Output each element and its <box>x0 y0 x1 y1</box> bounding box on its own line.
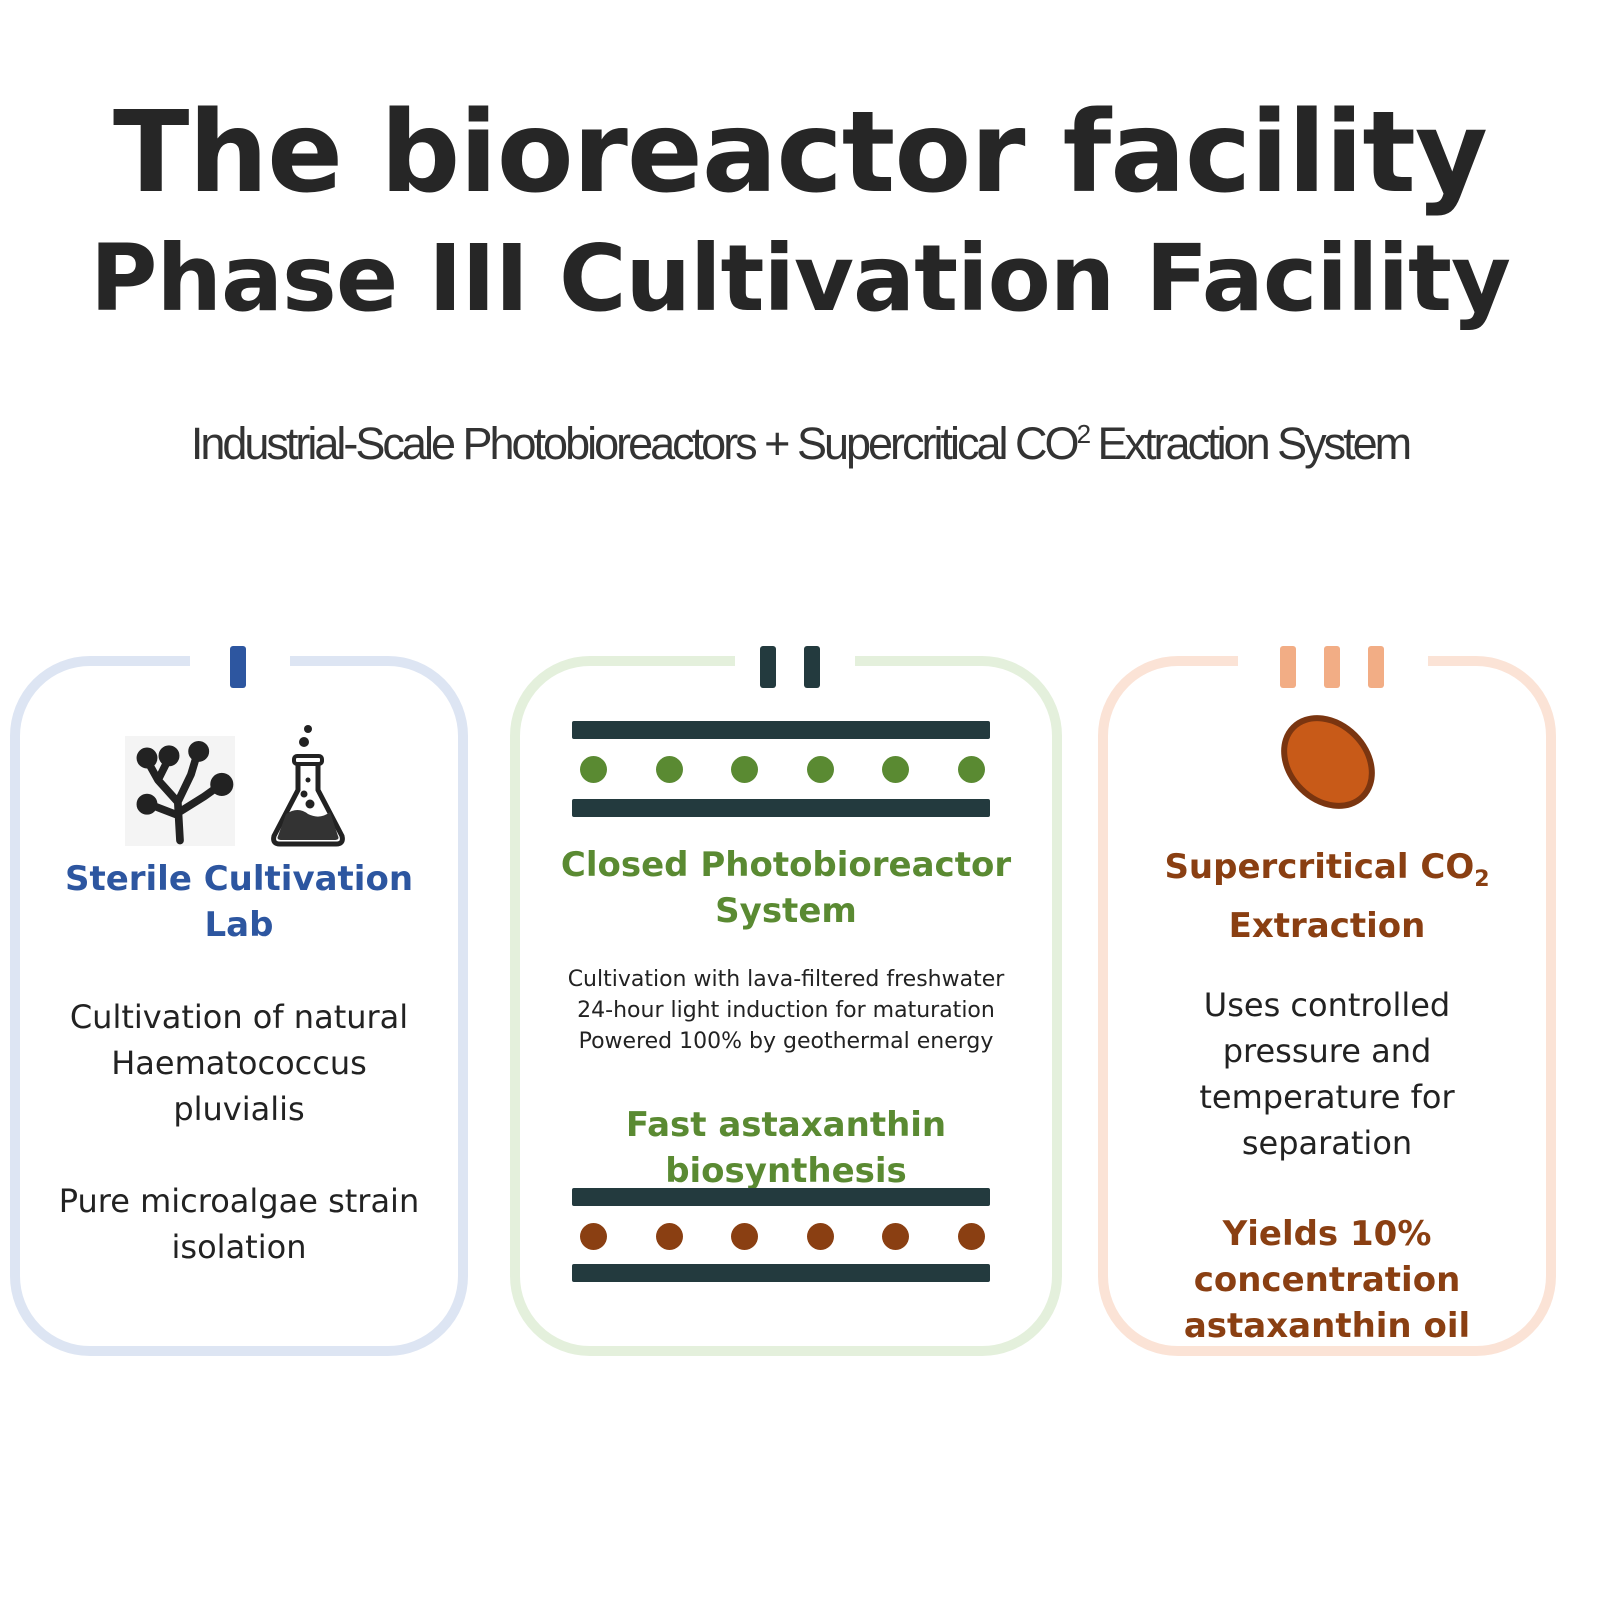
roman-marker-1 <box>230 646 246 688</box>
tagline-sup: 2 <box>1076 419 1092 449</box>
panel-heading: Lab <box>204 905 274 945</box>
reactor-tube-bar <box>572 1264 990 1282</box>
highlight-text: concentration <box>1193 1260 1461 1300</box>
highlight-text: Fast astaxanthin <box>625 1105 947 1145</box>
green-algae-dots <box>580 756 985 783</box>
panel-text: separation <box>1241 1124 1413 1162</box>
detail-line: Powered 100% by geothermal energy <box>578 1029 994 1054</box>
panel-text: Haematococcus <box>111 1044 367 1082</box>
highlight-text: biosynthesis <box>665 1151 907 1191</box>
reactor-tube-bar <box>572 721 990 739</box>
tagline-main: Industrial-Scale Photobioreactors + Supe… <box>190 418 1080 469</box>
tagline-end: Extraction System <box>1088 418 1413 469</box>
page-subtitle: Phase III Cultivation Facility <box>90 225 1511 332</box>
reactor-tube-bar <box>572 799 990 817</box>
panel-text: Pure microalgae strain <box>58 1182 420 1220</box>
panel-heading: System <box>715 891 857 931</box>
detail-line: 24-hour light induction for maturation <box>577 998 995 1023</box>
flask-icon <box>271 725 345 847</box>
red-algae-dots <box>580 1223 985 1250</box>
panel-text: Cultivation of natural <box>69 998 409 1036</box>
panel-text: temperature for <box>1199 1078 1455 1116</box>
panel-co2-extraction: Supercritical CO2 Extraction Uses contro… <box>1098 646 1556 1356</box>
detail-line: Cultivation with lava-filtered freshwate… <box>567 967 1005 992</box>
page-title: The bioreactor facility <box>113 88 1488 218</box>
seaweed-icon <box>125 736 235 846</box>
oil-drop-icon <box>1281 715 1375 809</box>
panel-heading: Closed Photobioreactor <box>560 845 1012 885</box>
roman-marker-2 <box>760 646 820 688</box>
panel-heading: Supercritical CO2 <box>1164 847 1490 892</box>
reactor-tube-bar <box>572 1188 990 1206</box>
panel-photobioreactor: Closed Photobioreactor System Cultivatio… <box>510 646 1062 1356</box>
panel-text: pressure and <box>1222 1032 1432 1070</box>
panel-heading: Extraction <box>1228 905 1426 946</box>
highlight-text: Yields 10% <box>1222 1214 1432 1254</box>
panel-text: isolation <box>171 1228 307 1266</box>
highlight-text: astaxanthin oil <box>1183 1306 1471 1346</box>
roman-marker-3 <box>1280 646 1384 688</box>
panel-sterile-lab: Sterile Cultivation Lab Cultivation of n… <box>10 646 468 1356</box>
panel-text: pluvialis <box>173 1090 305 1128</box>
panel-heading: Sterile Cultivation <box>64 859 414 899</box>
tagline: Industrial-Scale Photobioreactors + Supe… <box>0 418 1600 470</box>
panel-text: Uses controlled <box>1203 986 1451 1024</box>
